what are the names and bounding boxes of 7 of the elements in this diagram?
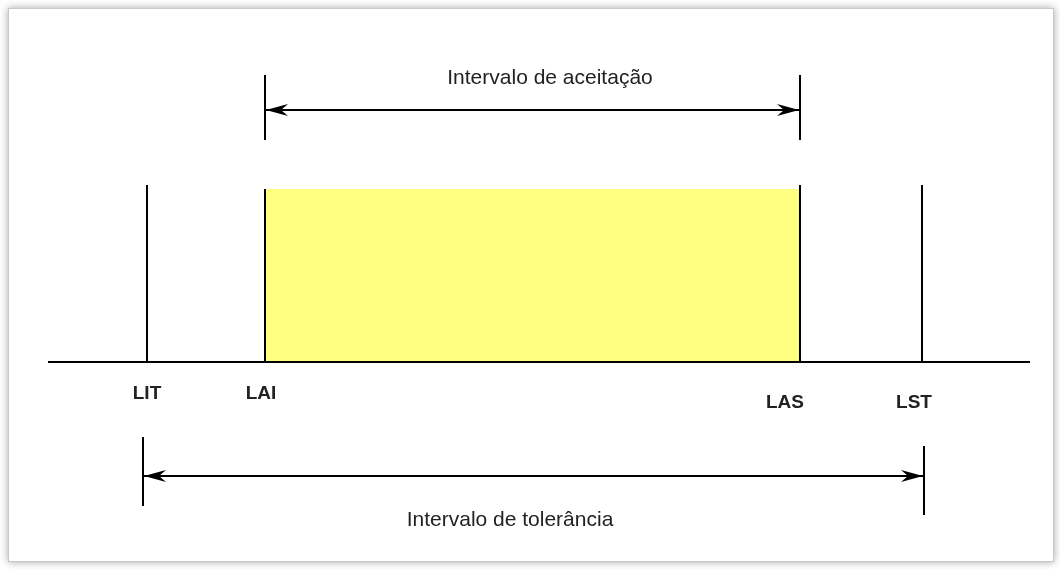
acceptance-zone [265, 189, 800, 362]
interval-label: Intervalo de aceitação [447, 66, 653, 87]
limit-label: LST [896, 392, 932, 411]
limit-label: LIT [132, 383, 162, 402]
interval-label: Intervalo de tolerância [406, 508, 614, 529]
limit-label: LAS [766, 392, 804, 411]
limit-label: LAI [245, 383, 277, 402]
